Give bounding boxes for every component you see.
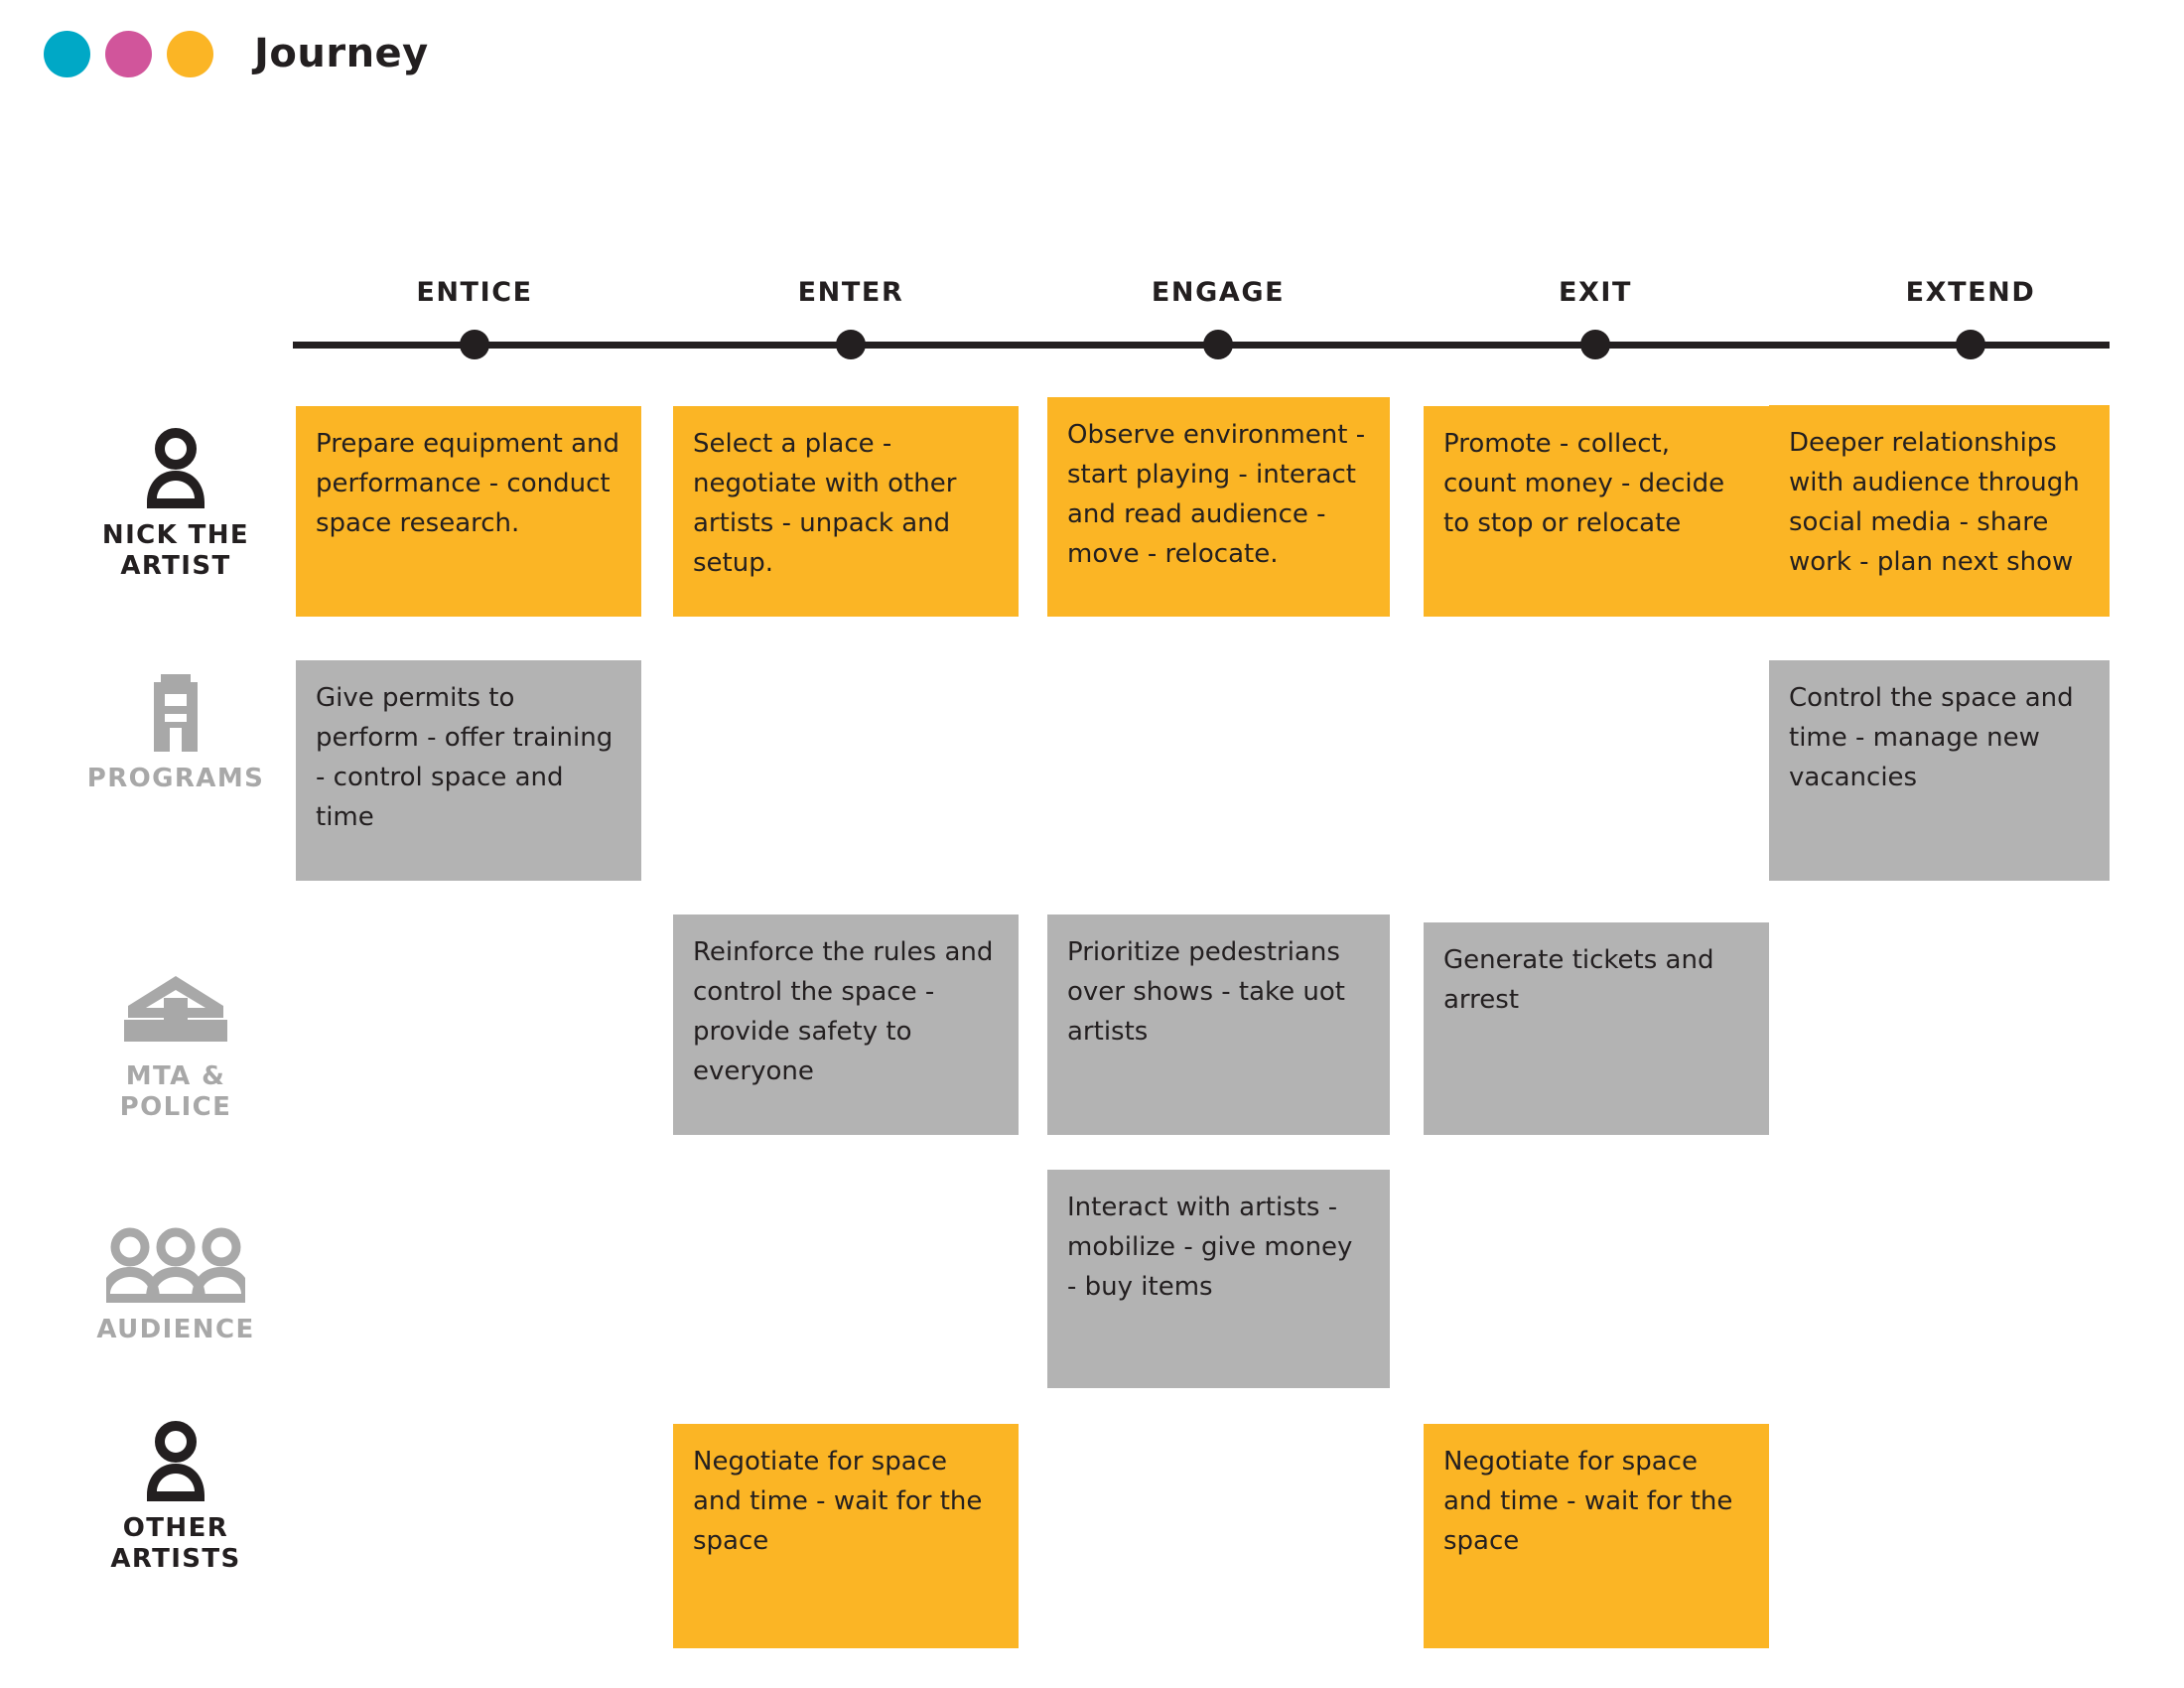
journey-card-other-artists-exit[interactable]: Negotiate for space and time - wait for … [1424, 1424, 1769, 1648]
journey-card-other-artists-enter[interactable]: Negotiate for space and time - wait for … [673, 1424, 1019, 1648]
row-label-text: NICK THE ARTIST [101, 520, 250, 581]
person-icon [62, 1420, 290, 1505]
journey-card-text: Observe environment - start playing - in… [1067, 420, 1366, 569]
timeline-stage-exit[interactable]: EXIT [1446, 277, 1744, 359]
timeline-stage-dot [460, 330, 489, 359]
page-header: Journey [44, 24, 429, 83]
timeline-stage-enter[interactable]: ENTER [702, 277, 1000, 359]
timeline-stage-dot [1580, 330, 1610, 359]
police-cap-icon [62, 968, 290, 1054]
journey-card-text: Select a place - negotiate with other ar… [693, 429, 957, 578]
timeline-stage-dot [1203, 330, 1233, 359]
journey-card-text: Negotiate for space and time - wait for … [693, 1447, 983, 1556]
timeline-stage-label: ENGAGE [1151, 277, 1286, 308]
journey-card-text: Control the space and time - manage new … [1789, 683, 2074, 792]
journey-card-nick-the-artist-engage[interactable]: Observe environment - start playing - in… [1047, 397, 1390, 617]
journey-card-text: Prioritize pedestrians over shows - take… [1067, 937, 1345, 1047]
journey-card-nick-the-artist-enter[interactable]: Select a place - negotiate with other ar… [673, 406, 1019, 617]
row-label-other-artists: OTHER ARTISTS [62, 1420, 290, 1575]
timeline-stage-label: EXIT [1558, 277, 1633, 308]
row-label-text: MTA & POLICE [119, 1061, 232, 1122]
building-icon [62, 670, 290, 756]
timeline-stage-label: ENTER [797, 277, 904, 308]
journey-card-nick-the-artist-entice[interactable]: Prepare equipment and performance - cond… [296, 406, 641, 617]
journey-card-text: Give permits to perform - offer training… [316, 683, 614, 832]
journey-card-mta-and-police-exit[interactable]: Generate tickets and arrest [1424, 922, 1769, 1135]
teal-dot [44, 30, 90, 77]
timeline-stage-dot [1956, 330, 1985, 359]
people-group-icon [62, 1221, 290, 1307]
journey-card-nick-the-artist-extend[interactable]: Deeper relationships with audience throu… [1769, 405, 2110, 617]
journey-card-audience-engage[interactable]: Interact with artists - mobilize - give … [1047, 1170, 1390, 1388]
journey-card-text: Generate tickets and arrest [1443, 945, 1714, 1015]
journey-card-text: Interact with artists - mobilize - give … [1067, 1193, 1353, 1302]
journey-timeline: ENTICE ENTER ENGAGE EXIT EXTEND [0, 278, 2184, 367]
row-label-mta-and-police: MTA & POLICE [62, 968, 290, 1123]
pink-dot [105, 30, 152, 77]
row-label-text: OTHER ARTISTS [110, 1513, 241, 1574]
journey-card-programs-extend[interactable]: Control the space and time - manage new … [1769, 660, 2110, 881]
orange-dot [167, 30, 213, 77]
journey-card-text: Negotiate for space and time - wait for … [1443, 1447, 1733, 1556]
page-title: Journey [254, 31, 429, 76]
timeline-stage-engage[interactable]: ENGAGE [1069, 277, 1367, 359]
timeline-stage-entice[interactable]: ENTICE [326, 277, 623, 359]
journey-card-text: Prepare equipment and performance - cond… [316, 429, 620, 538]
row-label-text: PROGRAMS [86, 764, 265, 793]
timeline-stage-label: EXTEND [1905, 277, 2036, 308]
timeline-stage-label: ENTICE [416, 277, 533, 308]
journey-card-mta-and-police-enter[interactable]: Reinforce the rules and control the spac… [673, 914, 1019, 1135]
row-label-text: AUDIENCE [96, 1315, 255, 1344]
journey-card-nick-the-artist-exit[interactable]: Promote - collect, count money - decide … [1424, 406, 1769, 617]
person-icon [62, 427, 290, 512]
journey-card-mta-and-police-engage[interactable]: Prioritize pedestrians over shows - take… [1047, 914, 1390, 1135]
journey-card-text: Promote - collect, count money - decide … [1443, 429, 1725, 538]
row-label-programs: PROGRAMS [62, 670, 290, 794]
row-label-nick-the-artist: NICK THE ARTIST [62, 427, 290, 582]
timeline-axis-line [293, 342, 2110, 349]
journey-card-text: Reinforce the rules and control the spac… [693, 937, 994, 1086]
journey-card-programs-entice[interactable]: Give permits to perform - offer training… [296, 660, 641, 881]
row-label-audience: AUDIENCE [62, 1221, 290, 1345]
journey-card-text: Deeper relationships with audience throu… [1789, 428, 2080, 577]
timeline-stage-dot [836, 330, 866, 359]
timeline-stage-extend[interactable]: EXTEND [1822, 277, 2119, 359]
